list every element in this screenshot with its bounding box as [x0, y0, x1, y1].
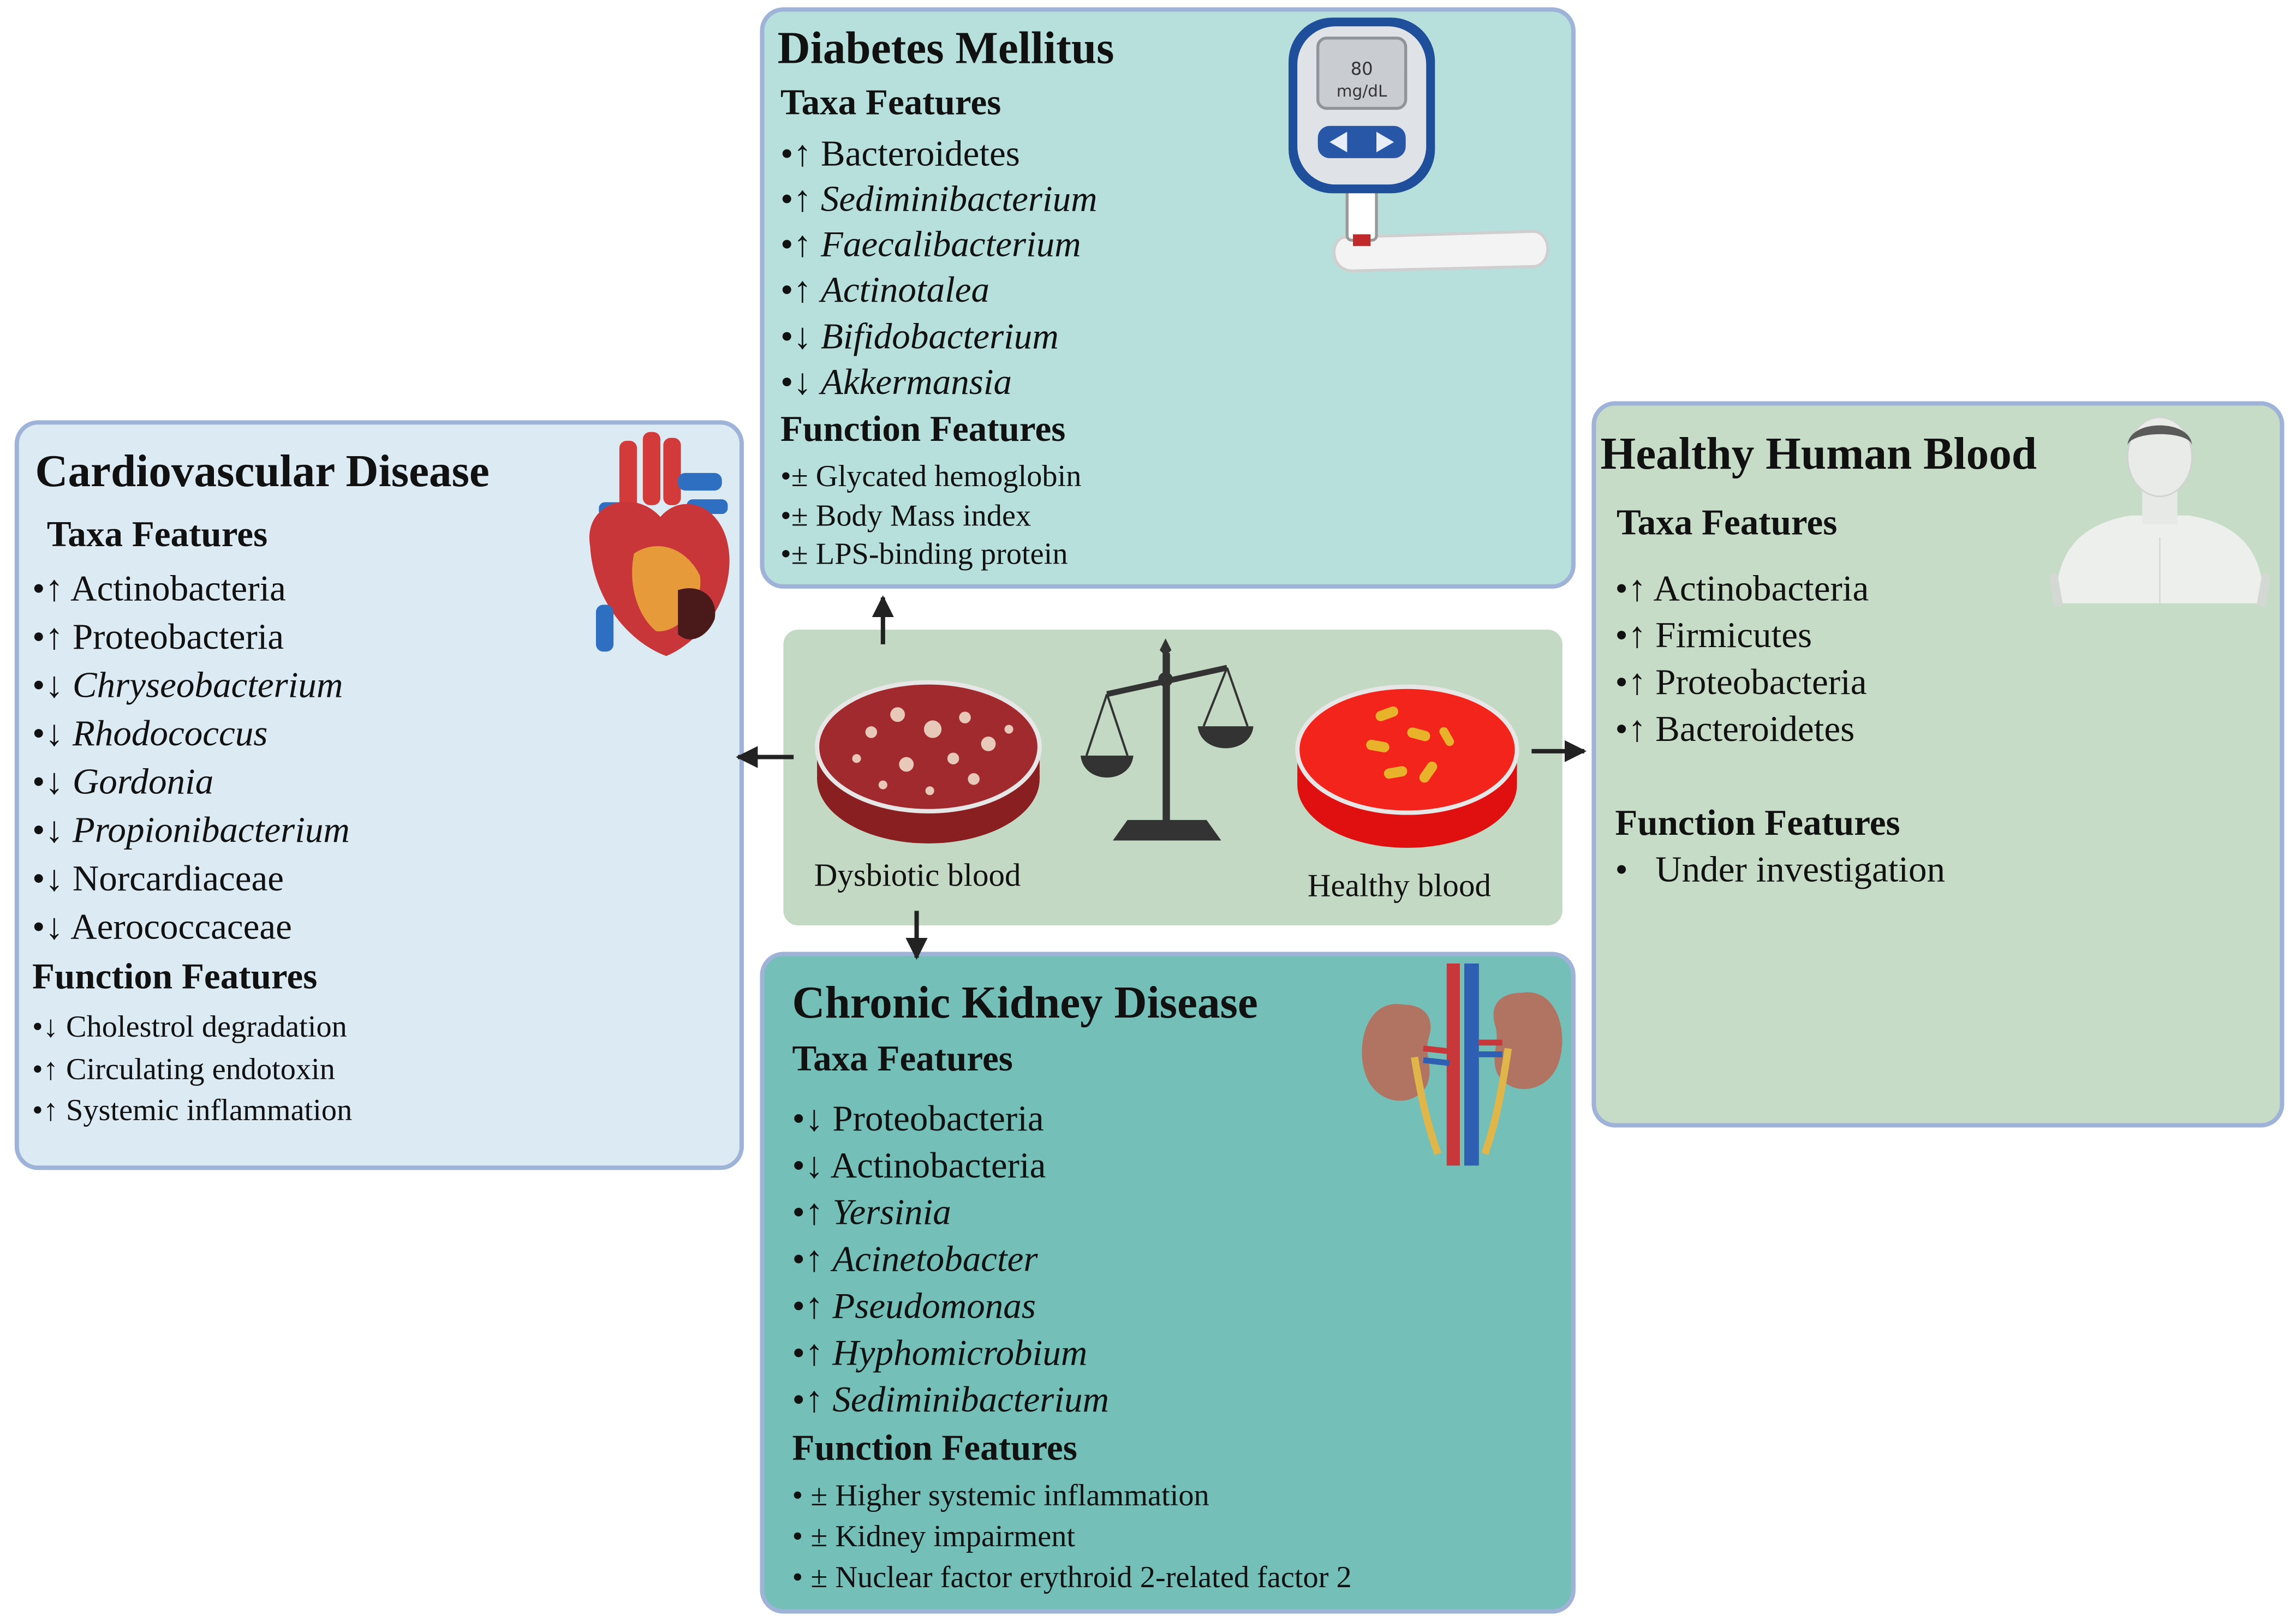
cvd-taxa-item: •↓ Propionibacterium — [32, 811, 350, 851]
kidneys-icon — [1356, 961, 1568, 1169]
diabetes-mellitus-panel — [760, 7, 1576, 589]
cvd-taxa-item: •↑ Proteobacteria — [32, 618, 284, 658]
ckd-taxa-item: •↑ Acinetobacter — [792, 1240, 1038, 1280]
dm-function-item: •± Body Mass index — [780, 498, 1031, 533]
cvd-function-item: •↑ Systemic inflammation — [32, 1092, 353, 1128]
cvd-taxa-item: •↓ Gordonia — [32, 763, 214, 803]
ckd-taxa-item: •↑ Sediminibacterium — [792, 1380, 1110, 1421]
healthy-petri-dish-icon — [1293, 674, 1522, 852]
ckd-taxa-heading: Taxa Features — [792, 1039, 1013, 1079]
cvd-taxa-item: •↓ Rhodococcus — [32, 714, 268, 755]
heart-icon — [575, 429, 736, 663]
cvd-taxa-heading: Taxa Features — [46, 515, 268, 555]
dysbiotic-blood-label: Dysbiotic blood — [814, 857, 1021, 894]
ckd-function-heading: Function Features — [792, 1429, 1077, 1469]
cvd-taxa-item: •↑ Actinobacteria — [32, 569, 286, 609]
hhb-taxa-heading: Taxa Features — [1617, 504, 1838, 543]
meter-value: 80 — [1351, 58, 1373, 79]
balance-scale-icon — [1081, 636, 1254, 858]
hhb-function-heading: Function Features — [1615, 804, 1900, 844]
ckd-function-item: • ± Nuclear factor erythroid 2-related f… — [792, 1559, 1352, 1595]
hhb-taxa-item: •↑ Actinobacteria — [1615, 569, 1869, 609]
dm-taxa-item: •↑ Bacteroidetes — [780, 134, 1020, 175]
ckd-function-item: • ± Higher systemic inflammation — [792, 1477, 1209, 1513]
hhb-taxa-item: •↑ Proteobacteria — [1615, 663, 1867, 703]
dm-function-item: •± Glycated hemoglobin — [780, 458, 1082, 494]
dm-taxa-item: •↑ Actinotalea — [780, 271, 990, 310]
ckd-taxa-item: •↑ Pseudomonas — [792, 1287, 1036, 1327]
dm-taxa-heading: Taxa Features — [780, 83, 1001, 123]
dysbiotic-petri-dish-icon — [813, 671, 1044, 849]
ckd-title: Chronic Kidney Disease — [792, 977, 1258, 1028]
dm-taxa-item: •↓ Bifidobacterium — [780, 318, 1059, 357]
ckd-taxa-item: •↓ Proteobacteria — [792, 1099, 1044, 1139]
cvd-function-heading: Function Features — [32, 958, 318, 997]
hhb-title: Healthy Human Blood — [1600, 427, 2037, 479]
dm-function-item: •± LPS-binding protein — [780, 536, 1068, 571]
dm-function-heading: Function Features — [780, 410, 1066, 450]
ckd-taxa-item: •↑ Hyphomicrobium — [792, 1333, 1088, 1374]
dm-taxa-item: •↓ Akkermansia — [780, 363, 1012, 403]
glucose-meter-icon: 80 mg/dL — [1286, 15, 1556, 276]
dm-title: Diabetes Mellitus — [777, 22, 1114, 74]
dm-taxa-item: •↑ Faecalibacterium — [780, 225, 1081, 265]
cvd-title: Cardiovascular Disease — [35, 445, 490, 497]
hhb-taxa-item: •↑ Bacteroidetes — [1615, 710, 1855, 750]
meter-unit: mg/dL — [1337, 82, 1387, 100]
cvd-taxa-item: •↓ Aerococcaceae — [32, 907, 292, 948]
ckd-function-item: • ± Kidney impairment — [792, 1518, 1076, 1554]
cvd-taxa-item: •↓ Norcardiaceae — [32, 859, 284, 899]
ckd-taxa-item: •↑ Yersinia — [792, 1193, 951, 1233]
cvd-function-item: •↑ Circulating endotoxin — [32, 1051, 335, 1087]
cvd-function-item: •↓ Cholestrol degradation — [32, 1009, 347, 1044]
healthy-blood-label: Healthy blood — [1307, 866, 1492, 904]
hhb-taxa-item: •↑ Firmicutes — [1615, 616, 1812, 656]
cvd-taxa-item: •↓ Chryseobacterium — [32, 666, 343, 706]
human-torso-icon — [2050, 413, 2270, 612]
dm-taxa-item: •↑ Sediminibacterium — [780, 180, 1098, 220]
hhb-function-item: • Under investigation — [1615, 851, 1946, 890]
ckd-taxa-item: •↓ Actinobacteria — [792, 1146, 1046, 1186]
